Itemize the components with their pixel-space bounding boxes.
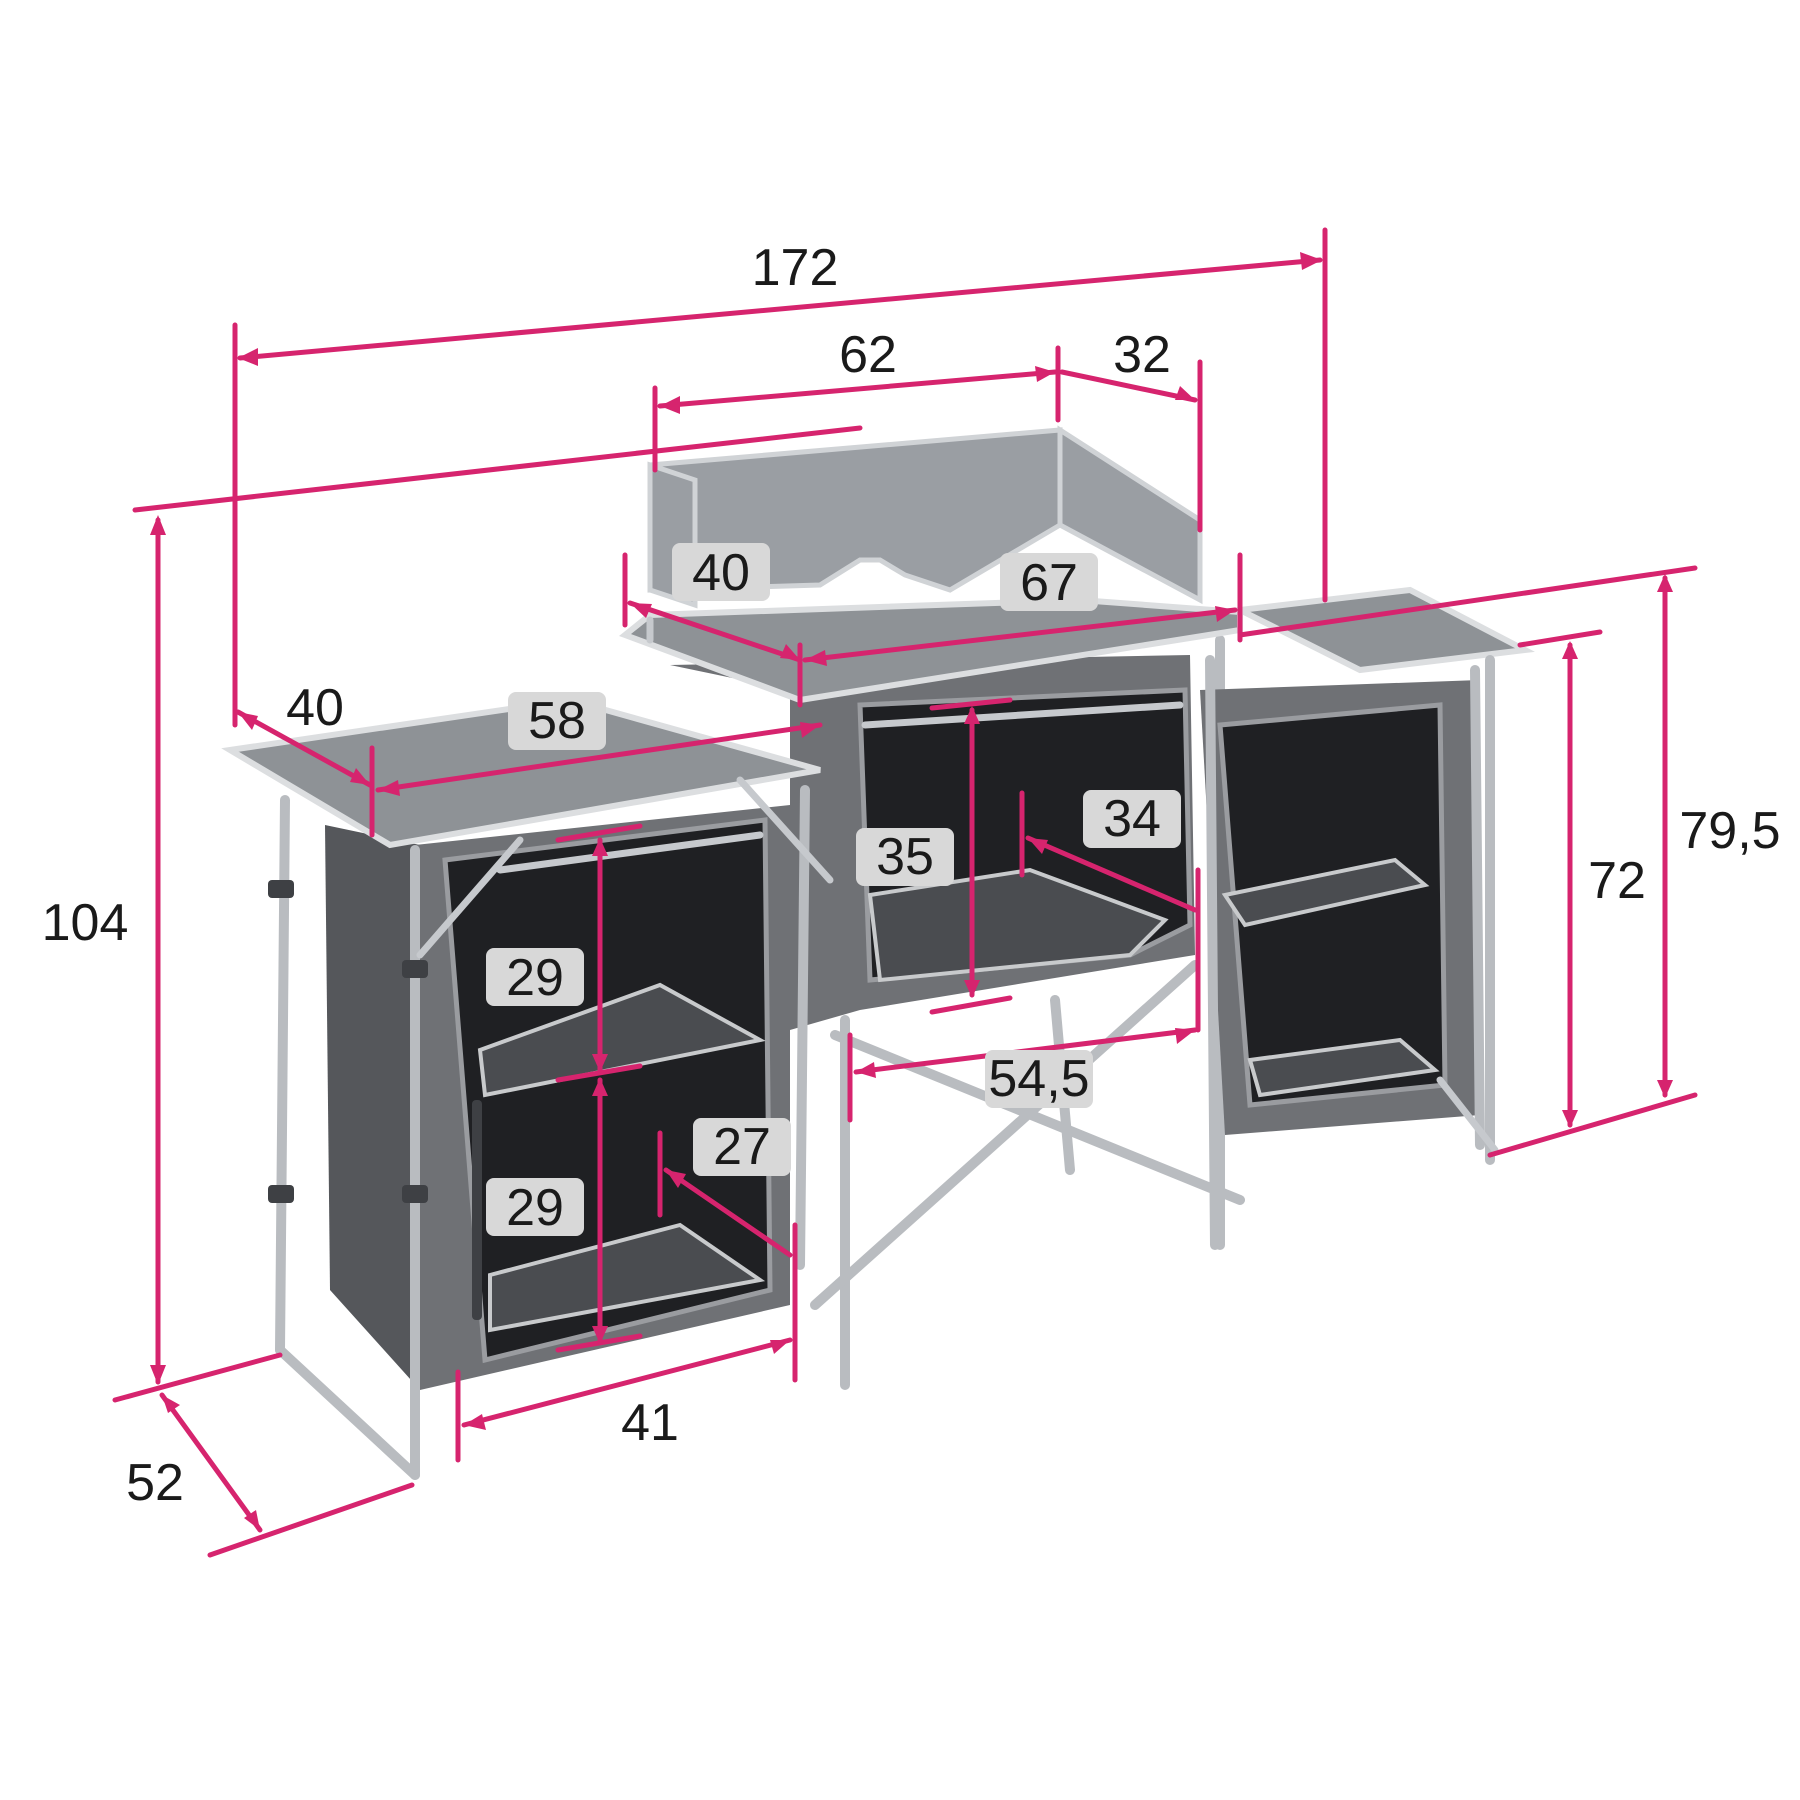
dim-line-52 xyxy=(159,1392,263,1533)
svg-text:35: 35 xyxy=(876,828,934,886)
badge-labels: 40 67 58 35 34 29 27 29 xyxy=(486,543,1181,1237)
label-right-table-height: 79,5 xyxy=(1679,802,1780,860)
svg-text:34: 34 xyxy=(1103,790,1161,848)
badge-left-lower-shelf: 29 xyxy=(486,1178,584,1237)
svg-text:54,5: 54,5 xyxy=(988,1050,1089,1108)
badge-center-depth: 34 xyxy=(1083,790,1181,848)
badge-center-top-width: 67 xyxy=(1000,553,1098,612)
dim-line-40-left xyxy=(235,709,373,788)
label-left-cabinet-width: 41 xyxy=(621,1394,679,1452)
badge-left-upper-shelf: 29 xyxy=(486,948,584,1007)
left-cabinet xyxy=(221,696,834,1480)
label-windscreen-side: 32 xyxy=(1113,326,1171,384)
badge-left-shelf-depth: 27 xyxy=(693,1118,791,1176)
svg-text:29: 29 xyxy=(506,949,564,1007)
dimension-labels: 172 62 32 40 104 52 41 79,5 72 xyxy=(42,239,1781,1512)
svg-text:27: 27 xyxy=(713,1118,771,1176)
badge-center-height: 35 xyxy=(856,828,954,886)
badge-windscreen-depth: 40 xyxy=(672,543,770,602)
right-cabinet xyxy=(1200,586,1535,1250)
label-total-height: 104 xyxy=(42,894,129,952)
windscreen-right xyxy=(1057,425,1203,605)
badge-left-table-width: 58 xyxy=(508,692,606,750)
svg-text:58: 58 xyxy=(528,692,586,750)
svg-text:40: 40 xyxy=(692,544,750,602)
label-left-table-depth: 40 xyxy=(286,679,344,737)
kitchen-illustration xyxy=(221,425,1535,1480)
svg-text:29: 29 xyxy=(506,1179,564,1237)
label-depth: 52 xyxy=(126,1454,184,1512)
label-right-cabinet-height: 72 xyxy=(1588,852,1646,910)
label-total-width: 172 xyxy=(752,239,839,297)
dimension-lines xyxy=(112,227,1698,1558)
dim-line-58 xyxy=(375,722,823,793)
label-windscreen-back: 62 xyxy=(839,326,897,384)
svg-text:67: 67 xyxy=(1020,554,1078,612)
badge-center-width: 54,5 xyxy=(985,1050,1093,1108)
